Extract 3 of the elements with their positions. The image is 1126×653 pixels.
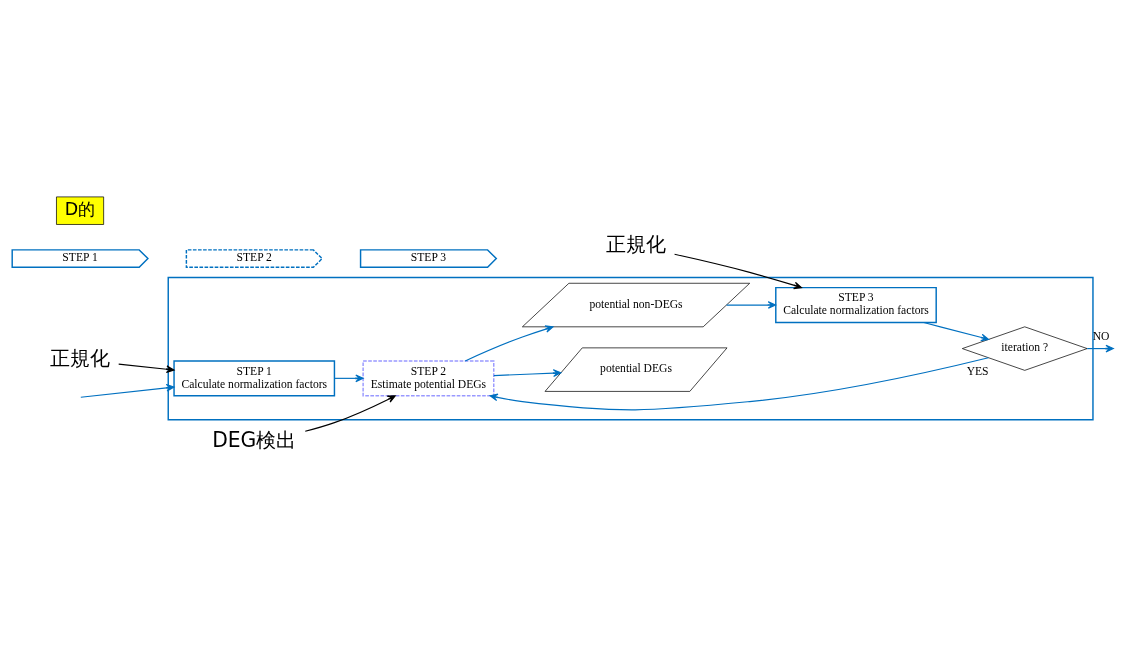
node-text: DEG検出 — [212, 427, 297, 451]
node-text: 正規化 — [606, 231, 667, 256]
node-text: 正規化 — [50, 345, 111, 370]
